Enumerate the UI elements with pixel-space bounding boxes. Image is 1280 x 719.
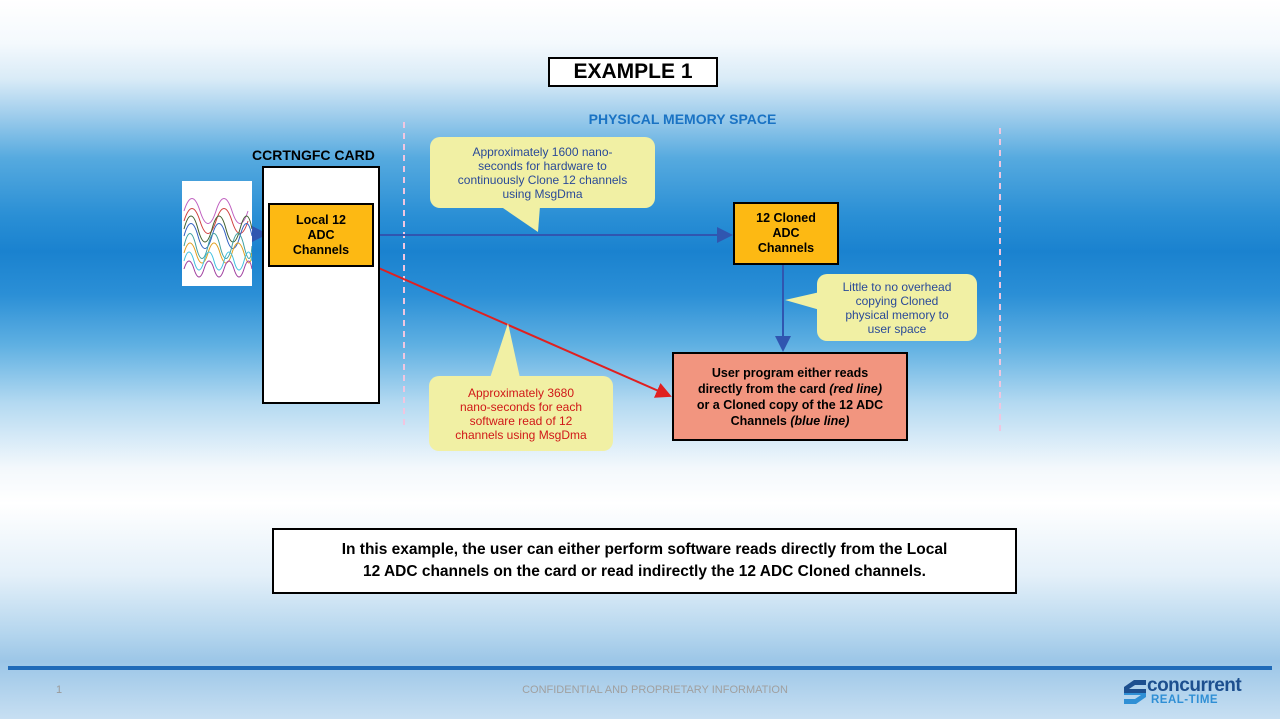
hardware-callout-line3: continuously Clone 12 channels — [457, 172, 628, 187]
software-callout-line1: Approximately 3680 — [467, 385, 575, 400]
overhead-callout-line4: user space — [867, 321, 927, 336]
local-box-line1: Local 12 — [295, 212, 346, 227]
footer-confidential-text: CONFIDENTIAL AND PROPRIETARY INFORMATION — [522, 684, 788, 696]
overhead-callout-line1: Little to no overhead — [842, 279, 952, 294]
software-callout-line2: nano-seconds for each — [459, 399, 583, 414]
cloned-adc-channels-box: 12 Cloned ADC Channels — [733, 202, 839, 265]
signal-waveform-image — [182, 181, 253, 286]
concurrent-logo: concurrent REAL-TIME — [1122, 675, 1262, 709]
cloned-box-line1: 12 Cloned — [756, 211, 816, 225]
user-box-line2b: (red line) — [829, 381, 883, 396]
software-read-callout: Approximately 3680 nano-seconds for each… — [429, 376, 613, 451]
page-number: 1 — [56, 684, 63, 696]
overhead-callout: Little to no overhead copying Cloned phy… — [817, 274, 977, 341]
user-box-line3: or a Cloned copy of the 12 ADC — [696, 397, 884, 412]
hardware-callout-line1: Approximately 1600 nano- — [472, 144, 613, 159]
user-program-box: User program either reads directly from … — [672, 352, 908, 441]
logo-arrows-icon — [1124, 680, 1146, 704]
local-adc-channels-box: Local 12 ADC Channels — [268, 203, 374, 267]
software-callout-line3: software read of 12 — [469, 413, 573, 428]
local-box-line2: ADC — [307, 227, 335, 242]
card-outline — [262, 166, 380, 404]
summary-line2: 12 ADC channels on the card or read indi… — [362, 563, 926, 580]
hardware-clone-callout: Approximately 1600 nano- seconds for har… — [430, 137, 655, 208]
waveform-graphic — [183, 198, 253, 278]
slide-title: EXAMPLE 1 — [548, 57, 718, 87]
local-box-line3: Channels — [292, 242, 350, 257]
user-box-line1: User program either reads — [711, 365, 869, 380]
summary-line1: In this example, the user can either per… — [341, 541, 948, 558]
user-box-line4a: Channels — [730, 413, 791, 428]
overhead-callout-line3: physical memory to — [845, 307, 949, 322]
cloned-box-line2: ADC — [772, 226, 800, 240]
software-callout-pointer — [490, 323, 520, 378]
hardware-callout-pointer — [500, 206, 540, 232]
summary-box: In this example, the user can either per… — [272, 528, 1017, 594]
logo-word: concurrent — [1147, 675, 1242, 696]
card-title: CCRTNGFC CARD — [252, 147, 375, 163]
memory-space-title: PHYSICAL MEMORY SPACE — [588, 111, 777, 127]
software-callout-line4: channels using MsgDma — [455, 427, 587, 442]
user-box-line4b: (blue line) — [790, 413, 850, 428]
red-read-arrow — [373, 265, 672, 398]
overhead-callout-line2: copying Cloned — [855, 293, 939, 308]
hardware-callout-line2: seconds for hardware to — [478, 158, 607, 173]
overhead-callout-pointer — [785, 292, 820, 310]
cloned-box-line3: Channels — [757, 241, 815, 255]
user-box-line2a: directly from the card — [697, 381, 830, 396]
footer-divider — [8, 666, 1272, 670]
logo-subtitle: REAL-TIME — [1151, 694, 1219, 706]
hardware-callout-line4: using MsgDma — [502, 186, 583, 201]
